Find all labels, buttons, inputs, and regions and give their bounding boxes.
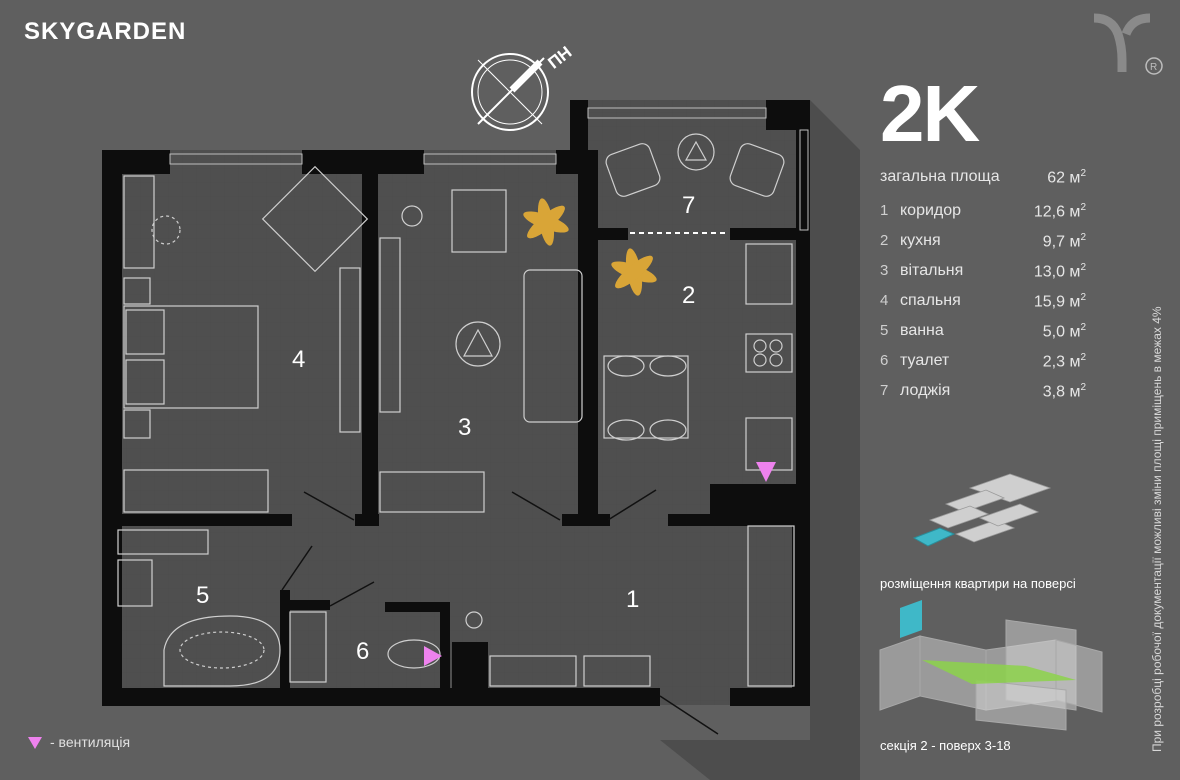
ventilation-icon — [756, 462, 776, 482]
total-area-label: загальна площа — [880, 168, 1000, 185]
ventilation-icon — [28, 737, 42, 750]
doors — [281, 489, 719, 735]
logo-icon: R — [1093, 13, 1163, 75]
windows — [169, 107, 809, 231]
walls — [102, 100, 810, 706]
plant-icon — [523, 198, 657, 296]
total-area-row: загальна площа 62 м2 — [880, 168, 1092, 186]
room-number-5: 5 — [196, 582, 210, 609]
ventilation-legend: - вентиляція — [28, 734, 130, 750]
total-area-value: 62 м2 — [1047, 168, 1086, 187]
ventilation-icon — [424, 646, 442, 666]
floor-position-caption: розміщення квартири на поверсі — [880, 576, 1076, 591]
room-number-4: 4 — [292, 346, 306, 373]
disclaimer: При розробці робочої документації можлив… — [1150, 306, 1164, 752]
floor-position-illustration — [912, 473, 1052, 547]
floor-plan — [102, 53, 860, 780]
room-number-6: 6 — [356, 638, 370, 665]
furniture — [117, 133, 795, 687]
compass-icon — [471, 53, 549, 131]
section-illustration — [879, 600, 1103, 731]
room-number-7: 7 — [682, 192, 696, 219]
room-number-2: 2 — [682, 282, 696, 309]
section-caption: секція 2 - поверх 3-18 — [880, 738, 1011, 753]
svg-text:R: R — [1150, 62, 1157, 73]
room-number-1: 1 — [626, 586, 640, 613]
apartment-type: 2K — [880, 69, 980, 158]
room-number-3: 3 — [458, 414, 472, 441]
brand-name: SKYGARDEN — [24, 18, 187, 45]
apartment-floor — [102, 100, 810, 705]
